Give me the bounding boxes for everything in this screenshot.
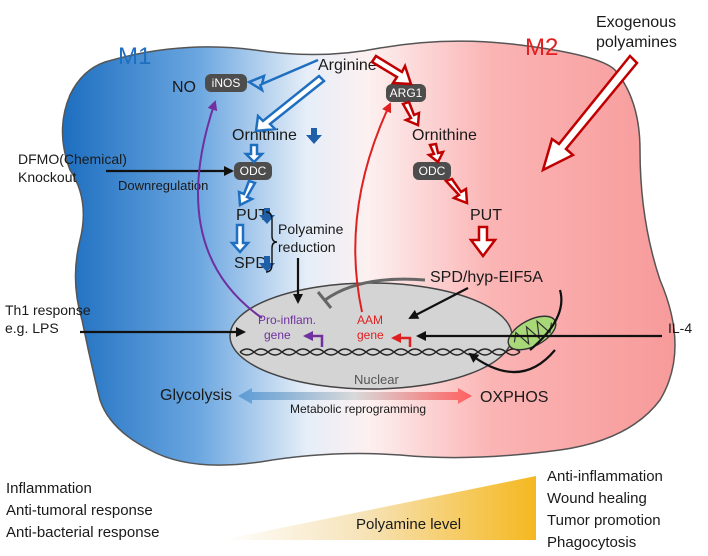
arginine-to-arg1-arrow	[370, 54, 413, 86]
odc-right-enzyme: ODC	[413, 162, 451, 180]
spd-to-mito-curve	[529, 289, 563, 351]
regulatory-arrows	[80, 166, 662, 374]
il4-label: IL-4	[668, 320, 692, 336]
dfmo-label-2: Knockout	[18, 169, 76, 185]
m1-function-item: Anti-bacterial response	[6, 524, 160, 541]
arginine-label: Arginine	[318, 57, 377, 74]
put-to-spd-arrow	[229, 223, 251, 254]
m1-functions-list: Inflammation Anti-tumoral response Anti-…	[6, 478, 159, 544]
mito-to-nucleus-curve	[468, 349, 556, 374]
ornithine-to-odc-right-arrow	[426, 142, 446, 164]
spd-to-aam-arrow	[408, 287, 469, 319]
polyamine-reduction-label-1: Polyamine	[278, 221, 344, 237]
spd-hyp-label: SPD/hyp-EIF5A	[430, 269, 543, 286]
macrophage-cell-body	[61, 40, 676, 466]
downregulation-label: Downregulation	[118, 178, 208, 193]
pro-inflam-label-1: Pro-inflam.	[258, 313, 316, 327]
exogenous-to-put-arrow	[541, 54, 639, 173]
ornithine-right-label: Ornithine	[412, 127, 477, 144]
put-to-spd-right-arrow	[468, 225, 498, 259]
m1-function-item: Anti-tumoral response	[6, 502, 153, 519]
m2-function-item: Anti-inflammation	[547, 468, 663, 485]
exogenous-label-2: polyamines	[596, 34, 677, 51]
put-left-label: PUT	[236, 207, 268, 224]
odc-to-put-arrow	[237, 179, 257, 207]
aam-to-arg1-arrow	[354, 102, 392, 313]
inhibition-line	[316, 277, 426, 309]
no-label: NO	[172, 79, 196, 96]
odc-left-enzyme: ODC	[234, 162, 272, 180]
odc-left-label: ODC	[240, 164, 267, 178]
arg1-enzyme: ARG1	[386, 84, 426, 102]
m2-function-item: Wound healing	[547, 490, 647, 507]
m2-label: M2	[525, 34, 558, 61]
ornithine-to-odc-arrow	[242, 143, 266, 164]
polyamine-bracket	[265, 211, 278, 273]
th1-label-1: Th1 response	[5, 302, 91, 318]
nuclear-label: Nuclear	[354, 372, 399, 387]
pro-inflam-label-2: gene	[264, 328, 291, 342]
glycolysis-label: Glycolysis	[160, 387, 232, 404]
dfmo-label-1: DFMO(Chemical)	[18, 151, 127, 167]
arginine-to-ornithine-arrow	[254, 74, 326, 133]
m1-pathway-arrows	[229, 58, 326, 254]
aam-label-1: AAM	[357, 313, 383, 327]
polyamine-level-wedge	[222, 476, 536, 540]
oxphos-label: OXPHOS	[480, 389, 548, 406]
arginine-to-inos-arrow	[246, 58, 319, 93]
inos-label: iNOS	[212, 76, 241, 90]
m2-function-item: Phagocytosis	[547, 534, 637, 551]
pro-inflam-to-inos-arrow	[197, 100, 263, 319]
odc-right-label: ODC	[419, 164, 446, 178]
spd-left-label: SPD	[234, 255, 267, 272]
ornithine-left-label: Ornithine	[232, 127, 297, 144]
odc-to-put-right-arrow	[443, 177, 469, 205]
m2-functions-list: Anti-inflammation Wound healing Tumor pr…	[547, 466, 663, 554]
pro-inflam-gene-arrow	[303, 331, 324, 347]
m2-pathway-arrows	[370, 54, 639, 259]
metabolic-reprogramming-arrow	[238, 388, 472, 404]
th1-label-2: e.g. LPS	[5, 320, 59, 336]
aam-label-2: gene	[357, 328, 384, 342]
aam-gene-arrow	[391, 333, 412, 347]
m1-label: M1	[118, 43, 151, 70]
exogenous-label-1: Exogenous	[596, 14, 676, 31]
put-right-label: PUT	[470, 207, 502, 224]
m2-function-item: Tumor promotion	[547, 512, 661, 529]
down-arrow-icon	[259, 128, 322, 272]
polyamine-level-label: Polyamine level	[356, 516, 461, 533]
metabolic-reprogramming-label: Metabolic reprogramming	[290, 402, 426, 416]
m1-function-item: Inflammation	[6, 480, 92, 497]
arg1-to-ornithine-arrow	[401, 100, 421, 127]
arg1-label: ARG1	[390, 86, 423, 100]
polyamine-reduction-label-2: reduction	[278, 239, 336, 255]
inos-enzyme: iNOS	[205, 74, 247, 92]
